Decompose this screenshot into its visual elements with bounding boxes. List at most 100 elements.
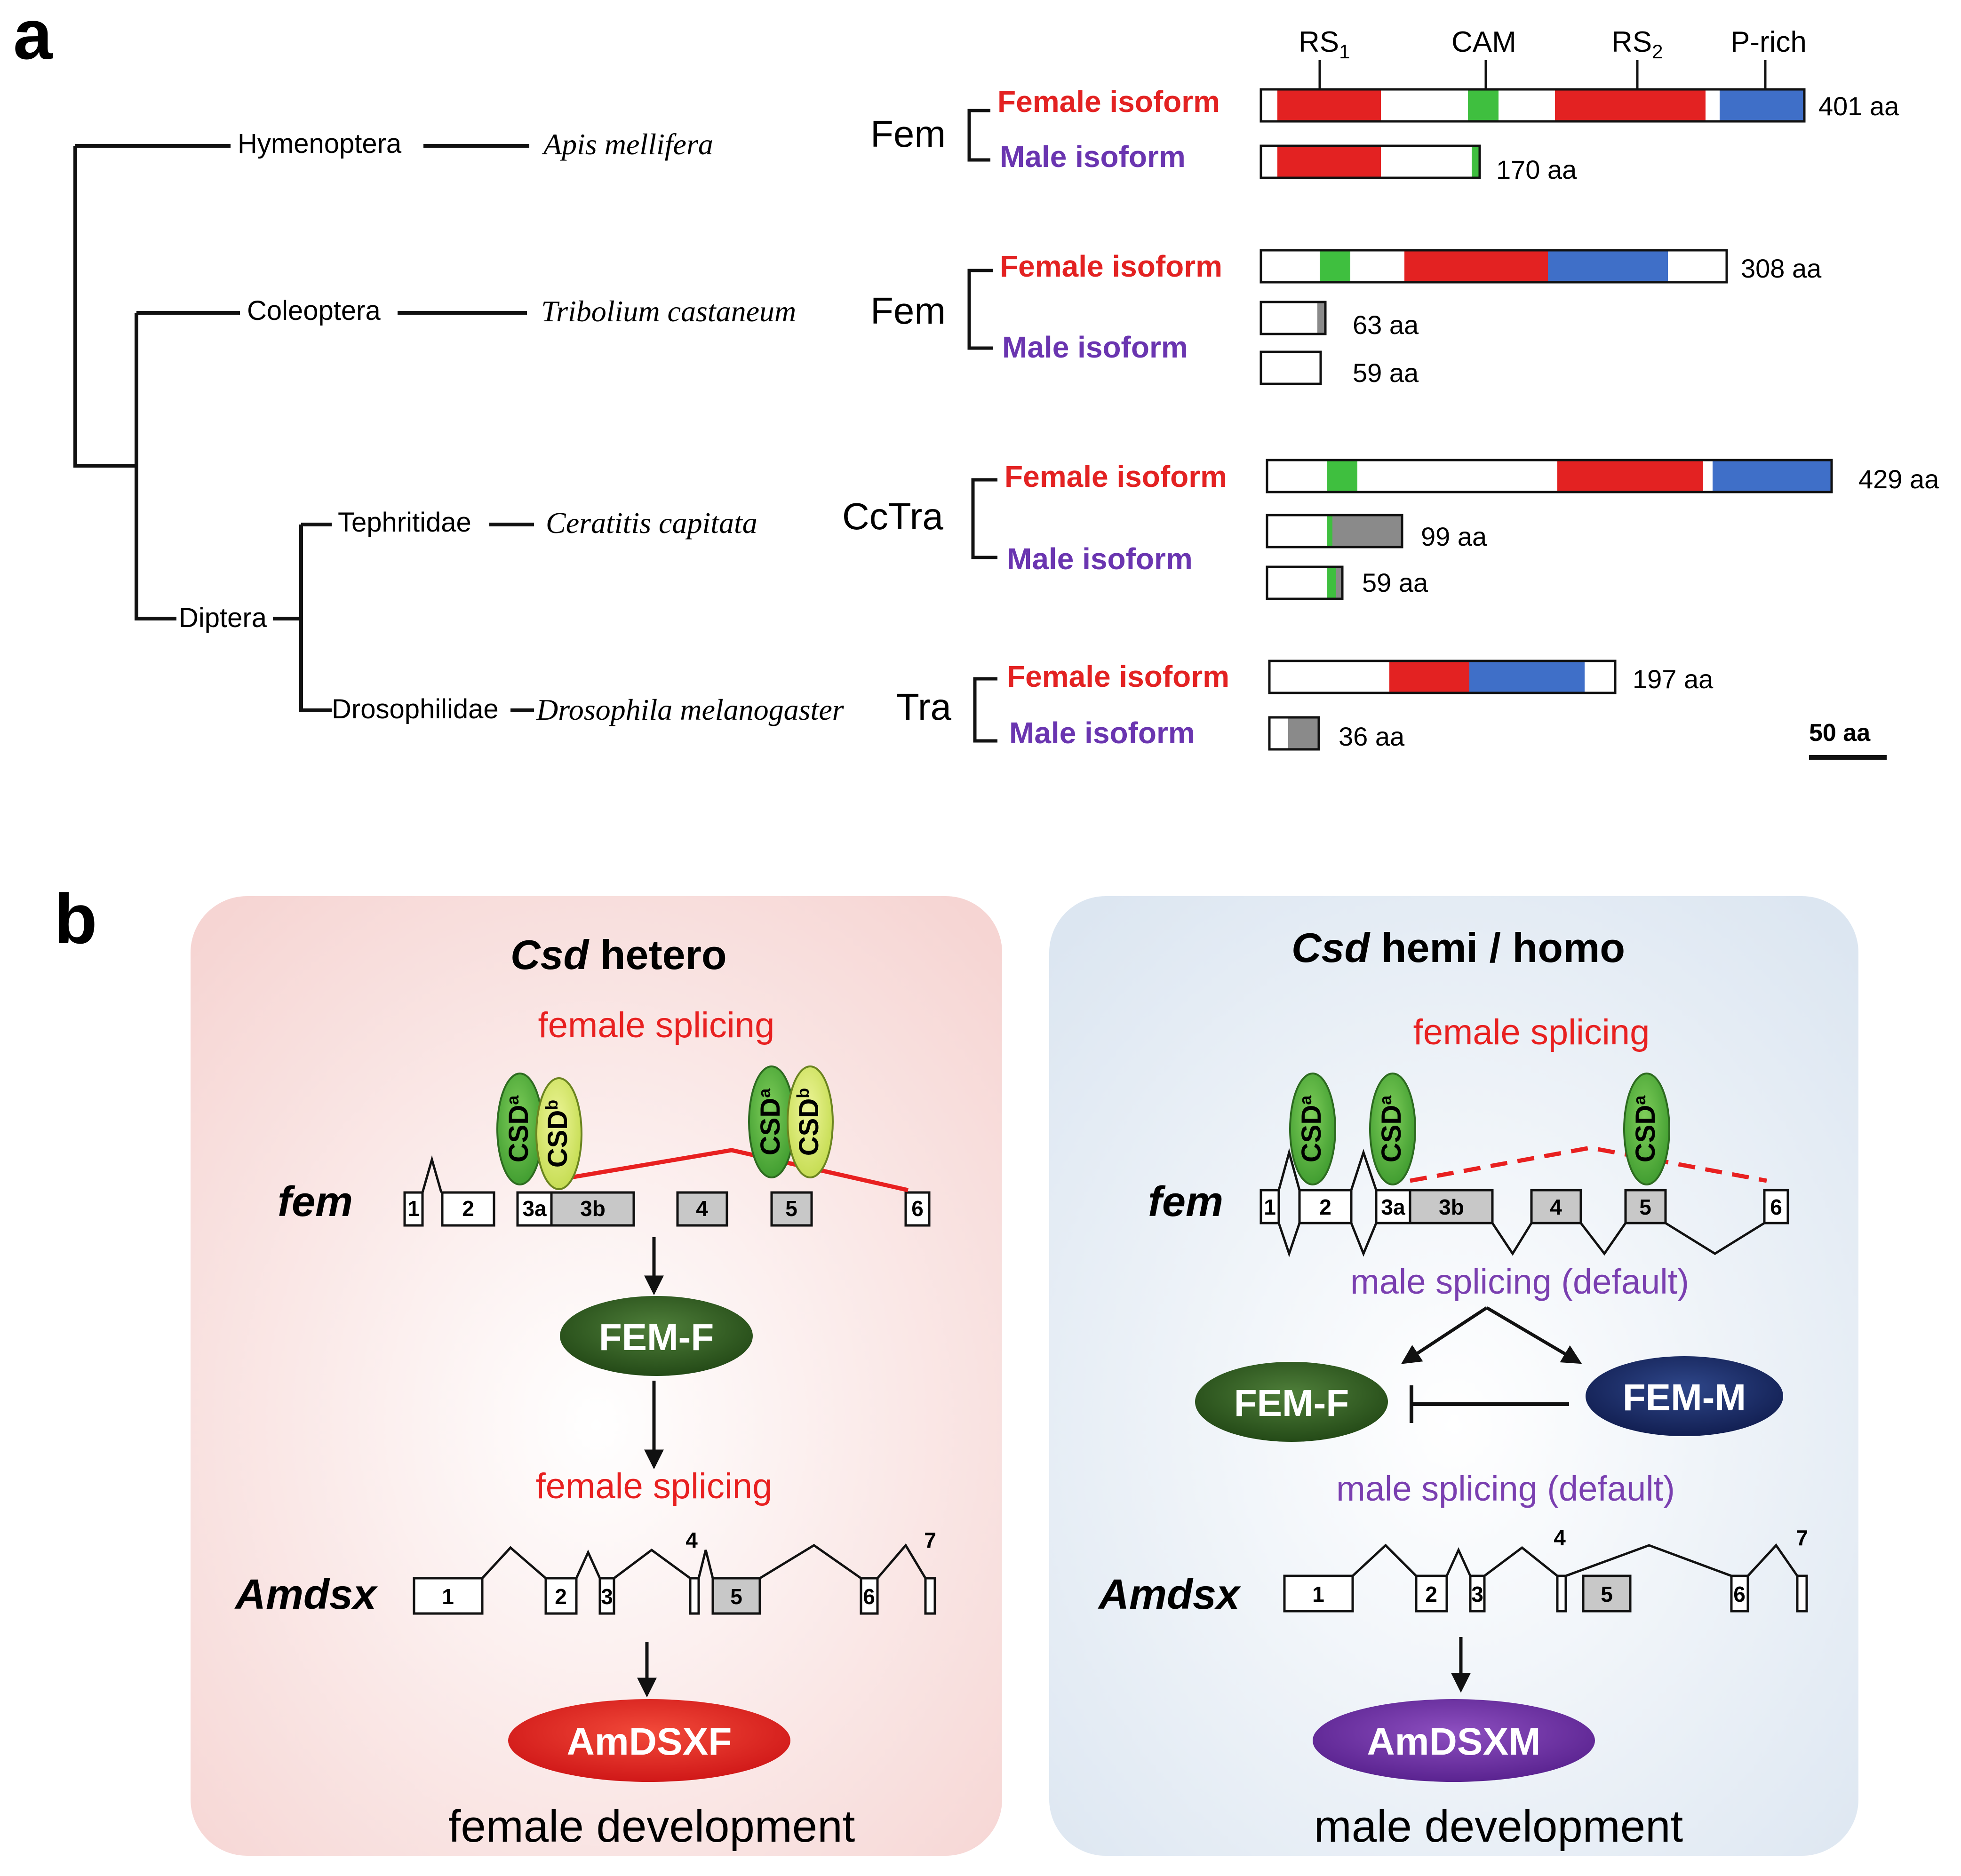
fem-f-label: FEM-F bbox=[599, 1316, 714, 1358]
ceratitis-male-bar-2 bbox=[1266, 565, 1344, 600]
right-fem-gene-label: fem bbox=[1148, 1178, 1223, 1225]
domain-cam-label: CAM bbox=[1451, 26, 1516, 58]
apis-male-bar bbox=[1260, 144, 1481, 179]
dsx-exon-label: 3 bbox=[1471, 1582, 1483, 1606]
fem-f-protein: FEM-F bbox=[1195, 1362, 1388, 1442]
left-splicing-top: female splicing bbox=[538, 1005, 775, 1045]
protein-bar-outline bbox=[1260, 249, 1728, 284]
terminal-domain bbox=[1336, 567, 1342, 599]
dsx-exon-label: 1 bbox=[442, 1584, 454, 1609]
exon-3b-label: 3b bbox=[580, 1196, 606, 1221]
csd-a-label: CSDa bbox=[503, 1095, 534, 1162]
exon-3b-label: 3b bbox=[1439, 1195, 1464, 1219]
amdsxm-protein: AmDSXM bbox=[1313, 1699, 1595, 1782]
rs-domain bbox=[1404, 250, 1548, 282]
rs-domain bbox=[1389, 661, 1469, 693]
arrow bbox=[1401, 1306, 1488, 1364]
csd-complex: CSDa CSDb bbox=[748, 1065, 834, 1178]
apis-female-bar bbox=[1260, 88, 1806, 123]
protein-bar-outline bbox=[1266, 565, 1344, 600]
scale-bar-label: 50 aa bbox=[1809, 719, 1871, 747]
fem-m-protein: FEM-M bbox=[1586, 1356, 1783, 1436]
left-title: Csd hetero bbox=[510, 931, 727, 978]
dsx-exon-label: 3 bbox=[601, 1584, 613, 1609]
left-splicing-mid: female splicing bbox=[536, 1466, 773, 1506]
protein-bar-outline bbox=[1260, 88, 1806, 123]
exon-6-label: 6 bbox=[1770, 1195, 1782, 1219]
inhibition-arrow bbox=[1410, 1385, 1569, 1423]
exon-5-label: 5 bbox=[1639, 1195, 1651, 1219]
protein-bars bbox=[1260, 88, 1833, 751]
tribolium-male-bar-2 bbox=[1260, 350, 1322, 385]
exon-2-label: 2 bbox=[1319, 1195, 1331, 1219]
length-label: 99 aa bbox=[1421, 522, 1487, 551]
female-isoform-label: Female isoform bbox=[1004, 460, 1227, 493]
male-box: Csd hemi / homo female splicing fem bbox=[1049, 896, 1858, 1856]
length-label: 59 aa bbox=[1353, 358, 1419, 388]
exon-3a-label: 3a bbox=[522, 1196, 547, 1221]
rs-domain bbox=[1557, 460, 1703, 492]
cam-domain bbox=[1320, 250, 1350, 282]
domain-prich-label: P-rich bbox=[1730, 26, 1807, 58]
length-label: 63 aa bbox=[1353, 310, 1419, 340]
species-apis: Apis mellifera bbox=[542, 127, 713, 161]
exon-5-label: 5 bbox=[785, 1196, 797, 1221]
male-isoform-label: Male isoform bbox=[1009, 716, 1195, 750]
csd-single: CSDa bbox=[1369, 1073, 1416, 1185]
length-label: 36 aa bbox=[1339, 722, 1405, 751]
cam-domain bbox=[1472, 146, 1480, 178]
csd-a-label: CSDa bbox=[1376, 1095, 1407, 1162]
terminal-domain bbox=[1332, 515, 1402, 547]
exon-4-label: 4 bbox=[696, 1196, 708, 1221]
dsx-exon-label: 2 bbox=[555, 1584, 567, 1609]
cam-domain bbox=[1468, 89, 1499, 121]
amdsxf-label: AmDSXF bbox=[567, 1720, 732, 1763]
protein-bar-outline bbox=[1268, 660, 1617, 694]
domain-header bbox=[1318, 60, 1767, 89]
female-isoform-label: Female isoform bbox=[997, 85, 1220, 119]
protein-name: Tra bbox=[896, 686, 952, 728]
exon-3a-label: 3a bbox=[1381, 1195, 1405, 1219]
dsx-exon-label: 7 bbox=[1796, 1526, 1808, 1550]
left-amdsx-structure bbox=[413, 1543, 936, 1615]
protein-bar-outline bbox=[1260, 144, 1481, 179]
fem-m-label: FEM-M bbox=[1623, 1376, 1746, 1418]
panel-a-label: a bbox=[13, 0, 53, 74]
csd-complex: CSDa CSDb bbox=[496, 1073, 582, 1190]
rs-domain bbox=[1277, 146, 1381, 178]
ceratitis-female-bar bbox=[1266, 459, 1833, 493]
tribolium-male-bar-1 bbox=[1260, 301, 1327, 335]
male-isoform-label: Male isoform bbox=[1000, 140, 1186, 174]
length-label: 59 aa bbox=[1362, 568, 1428, 597]
drosophila-male-bar bbox=[1268, 716, 1320, 751]
protein-bar-outline bbox=[1260, 350, 1322, 385]
panel-b-label: b bbox=[54, 879, 97, 958]
amdsxf-protein: AmDSXF bbox=[508, 1699, 790, 1782]
rs-domain bbox=[1277, 89, 1381, 121]
dsx-exon-label: 4 bbox=[686, 1528, 698, 1552]
clade-diptera: Diptera bbox=[179, 603, 267, 633]
amdsxm-label: AmDSXM bbox=[1367, 1720, 1540, 1763]
clade-coleoptera: Coleoptera bbox=[247, 295, 381, 326]
protein-name: CcTra bbox=[842, 495, 943, 537]
domain-rs2-label: RS2 bbox=[1611, 26, 1663, 63]
csd-b-label: CSDb bbox=[793, 1088, 824, 1156]
exon-6-label: 6 bbox=[911, 1196, 924, 1221]
csd-a-label: CSDa bbox=[1630, 1095, 1661, 1162]
dsx-exon-label: 1 bbox=[1312, 1582, 1324, 1606]
left-amdsx-gene-label: Amdsx bbox=[234, 1571, 378, 1618]
dsx-exon-label: 7 bbox=[924, 1528, 936, 1552]
cam-domain bbox=[1327, 460, 1357, 492]
length-label: 429 aa bbox=[1858, 464, 1939, 494]
terminal-domain bbox=[1288, 717, 1319, 749]
male-development-label: male development bbox=[1314, 1801, 1683, 1852]
prich-domain bbox=[1713, 460, 1832, 492]
dsx-exon-label: 6 bbox=[863, 1584, 875, 1609]
dsx-exon-label: 5 bbox=[730, 1584, 742, 1609]
female-isoform-label: Female isoform bbox=[1007, 660, 1229, 693]
protein-bar-outline bbox=[1266, 514, 1403, 548]
prich-domain bbox=[1548, 250, 1668, 282]
csd-single: CSDa bbox=[1623, 1073, 1670, 1185]
fem-f-label: FEM-F bbox=[1234, 1382, 1349, 1424]
